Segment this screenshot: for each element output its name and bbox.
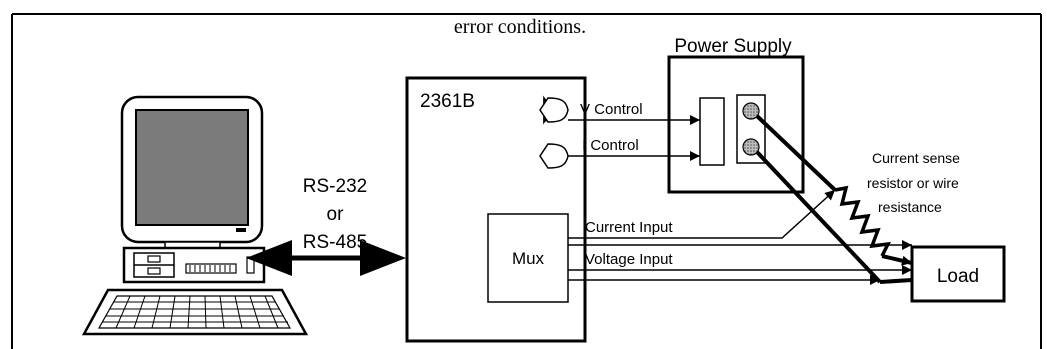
control-lines: V Control I Control <box>568 101 700 161</box>
power-supply-box: Power Supply <box>667 36 805 194</box>
or-label: or <box>327 204 345 225</box>
mux-label: Mux <box>512 249 545 268</box>
measurement-lines: Current Input Voltage Input <box>568 189 912 285</box>
power-supply-label: Power Supply <box>674 36 792 57</box>
current-input-label: Current Input <box>585 219 673 236</box>
resistor-note-line1: Current sense <box>872 150 960 166</box>
control-connectors <box>539 95 569 169</box>
load-box: Load <box>910 245 1006 303</box>
controller-label: 2361B <box>420 91 475 112</box>
resistor-note: Current sense resistor or wire resistanc… <box>867 150 960 215</box>
load-label: Load <box>937 266 979 287</box>
power-wiring <box>755 114 913 284</box>
negative-terminal <box>742 138 760 156</box>
mux-box: Mux <box>487 213 569 303</box>
i-control-label: I Control <box>582 137 639 154</box>
caption-fragment: error conditions. <box>454 16 586 38</box>
resistor-note-line2: resistor or wire <box>867 175 959 191</box>
resistor-note-line3: resistance <box>878 199 942 215</box>
comm-link-arrow <box>246 240 406 276</box>
voltage-input-label: Voltage Input <box>585 251 673 268</box>
diagram-frame <box>11 13 1042 349</box>
v-control-label: V Control <box>580 101 643 118</box>
rs-link-label: RS-232 or RS-485 <box>303 176 367 253</box>
rs485-label: RS-485 <box>303 232 367 253</box>
computer-icon <box>81 95 309 336</box>
rs232-label: RS-232 <box>303 176 367 197</box>
positive-terminal <box>742 102 760 120</box>
